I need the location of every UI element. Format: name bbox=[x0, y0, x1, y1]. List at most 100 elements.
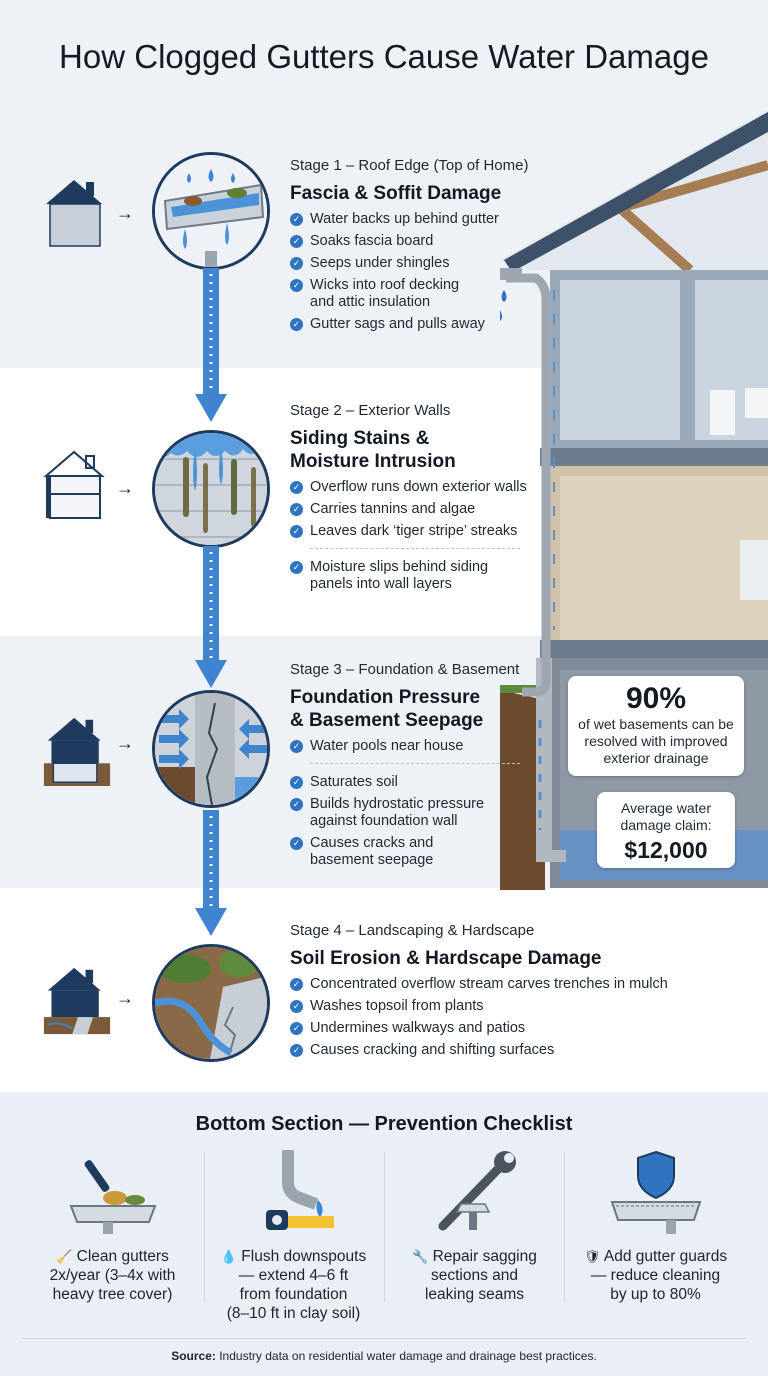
brush-gutter-icon bbox=[69, 1160, 156, 1234]
check-icon: ✓ bbox=[290, 740, 303, 753]
bullet-list: ✓Saturates soil ✓Builds hydrostatic pres… bbox=[290, 774, 520, 869]
prevention-text: 💧 Flush downspouts — extend 4–6 ft from … bbox=[203, 1247, 384, 1323]
check-icon: ✓ bbox=[290, 213, 303, 226]
stage-4-band bbox=[0, 888, 768, 1092]
heading-line: Fascia & Soffit Damage bbox=[290, 183, 502, 204]
stage-label: Stage 3 – Foundation & Basement bbox=[290, 661, 520, 678]
bullet-text: Carries tannins and algae bbox=[310, 501, 476, 517]
prevention-item-clean: 🧹 Clean gutters 2x/year (3–4x with heavy… bbox=[22, 1150, 203, 1304]
downspout-tape-icon bbox=[265, 1150, 334, 1230]
stat-claim-line: Average water bbox=[620, 800, 711, 816]
bullet-item: ✓Seeps under shingles bbox=[290, 255, 528, 272]
prevention-line: sections and bbox=[430, 1267, 519, 1284]
check-icon: ✓ bbox=[290, 837, 303, 850]
prevention-line: from foundation bbox=[239, 1286, 348, 1303]
bullet-text: Overflow runs down exterior walls bbox=[310, 479, 527, 495]
siding-stains-circle bbox=[152, 430, 270, 548]
bullet-list: ✓ Water backs up behind gutter ✓ Soaks fas… bbox=[290, 211, 528, 333]
check-icon: ✓ bbox=[290, 798, 303, 811]
source-text: Industry data on residential water damag… bbox=[215, 1349, 597, 1363]
bullet-item: ✓Gutter sags and pulls away bbox=[290, 316, 528, 333]
heading-line: Moisture Intrusion bbox=[290, 451, 456, 472]
bullet-item: ✓ Soaks fascia board bbox=[290, 233, 528, 250]
page-title: How Clogged Gutters Cause Water Damage bbox=[59, 38, 709, 75]
house-roof-highlight-icon bbox=[46, 180, 102, 247]
right-arrow-icon: → bbox=[116, 478, 134, 498]
bullet-text: Saturates soil bbox=[310, 774, 398, 790]
check-icon: ✓ bbox=[290, 1044, 303, 1057]
title-band bbox=[0, 0, 768, 140]
check-icon: ✓ bbox=[290, 561, 303, 574]
flow-down-arrow-icon bbox=[195, 268, 227, 422]
prevention-line: 🛡 Add gutter guards bbox=[565, 1247, 746, 1266]
prevention-line: by up to 80% bbox=[610, 1286, 701, 1303]
prevention-title: Bottom Section — Prevention Checklist bbox=[195, 1113, 573, 1135]
stat-percent: 90% bbox=[625, 682, 687, 715]
bullet-text: Undermines walkways and patios bbox=[310, 1020, 526, 1036]
stage-label: Stage 4 – Landscaping & Hardscape bbox=[290, 922, 535, 939]
right-arrow-icon: → bbox=[116, 203, 134, 223]
bullet-text: Causes cracking and shifting surfaces bbox=[310, 1042, 555, 1058]
stat-claim-value: $12,000 bbox=[624, 837, 708, 863]
prevention-line: leaking seams bbox=[424, 1286, 525, 1303]
prevention-line: (8–10 ft in clay soil) bbox=[226, 1305, 361, 1322]
column-divider bbox=[384, 1152, 385, 1302]
stage-heading: Fascia & Soffit Damage bbox=[290, 182, 528, 205]
foundation-pressure-circle bbox=[152, 690, 270, 808]
dashed-divider bbox=[310, 548, 520, 549]
soil-erosion-circle bbox=[152, 944, 270, 1062]
wrench-icon bbox=[438, 1151, 516, 1231]
prevention-line-text: Flush downspouts bbox=[241, 1248, 367, 1265]
prevention-text: 🔧 Repair sagging sections and leaking se… bbox=[384, 1247, 565, 1304]
stat-callout-percent: 90% of wet basements can be resolved wit… bbox=[568, 676, 744, 776]
bullet-item: ✓Saturates soil bbox=[290, 774, 520, 791]
prevention-item-repair: 🔧 Repair sagging sections and leaking se… bbox=[384, 1150, 565, 1304]
bullet-item: ✓Overflow runs down exterior walls bbox=[290, 479, 527, 496]
heading-line: Foundation Pressure bbox=[290, 687, 481, 708]
prevention-item-guards: 🛡 Add gutter guards — reduce cleaning by… bbox=[565, 1150, 746, 1304]
wrench-emoji-icon: 🔧 bbox=[412, 1249, 429, 1264]
check-icon: ✓ bbox=[290, 503, 303, 516]
dashed-divider bbox=[310, 763, 520, 764]
source-label: Source: bbox=[171, 1349, 216, 1363]
bullet-item: ✓ Causes cracking and shifting surfaces bbox=[290, 1042, 668, 1059]
prevention-line: heavy tree cover) bbox=[52, 1286, 173, 1303]
prevention-line: 2x/year (3–4x with bbox=[49, 1267, 176, 1284]
bullet-list: ✓Concentrated overflow stream carves tre… bbox=[290, 976, 668, 1059]
prevention-text: 🧹 Clean gutters 2x/year (3–4x with heavy… bbox=[22, 1247, 203, 1304]
clogged-gutter-circle bbox=[152, 152, 270, 270]
bullet-item: ✓ Water pools near house bbox=[290, 738, 520, 755]
prevention-line-text: Add gutter guards bbox=[603, 1248, 728, 1265]
broom-icon: 🧹 bbox=[56, 1249, 73, 1264]
stage-label: Stage 2 – Exterior Walls bbox=[290, 402, 451, 419]
bullet-text: Water pools near house bbox=[310, 738, 464, 754]
stage-2-text: Stage 2 – Exterior Walls Siding Stains &… bbox=[290, 402, 527, 598]
heading-line: Soil Erosion & Hardscape Damage bbox=[290, 948, 602, 969]
prevention-text: 🛡 Add gutter guards — reduce cleaning by… bbox=[565, 1247, 746, 1304]
house-walls-highlight-icon bbox=[43, 450, 105, 519]
check-icon: ✓ bbox=[290, 235, 303, 248]
shield-gutter-icon bbox=[610, 1150, 701, 1234]
flow-down-arrow-icon bbox=[195, 810, 227, 936]
stat-percent-line: exterior drainage bbox=[603, 750, 709, 766]
house-landscape-highlight-icon bbox=[43, 967, 111, 1035]
bullet-text: Water backs up behind gutter bbox=[310, 211, 499, 227]
bullet-item: ✓Leaves dark ‘tiger stripe’ streaks bbox=[290, 523, 527, 540]
prevention-line: 🧹 Clean gutters bbox=[22, 1247, 203, 1266]
bullet-item: ✓ Water backs up behind gutter bbox=[290, 211, 528, 228]
prevention-line: — extend 4–6 ft bbox=[238, 1267, 349, 1284]
stat-percent-line: resolved with improved bbox=[584, 733, 728, 749]
check-icon: ✓ bbox=[290, 318, 303, 331]
bullet-list: ✓Overflow runs down exterior walls ✓ Carr… bbox=[290, 479, 527, 540]
bullet-text: Leaves dark ‘tiger stripe’ streaks bbox=[310, 523, 518, 539]
right-arrow-icon: → bbox=[116, 733, 134, 753]
bullet-text: Soaks fascia board bbox=[310, 233, 434, 249]
heading-line: Siding Stains & bbox=[290, 428, 430, 449]
